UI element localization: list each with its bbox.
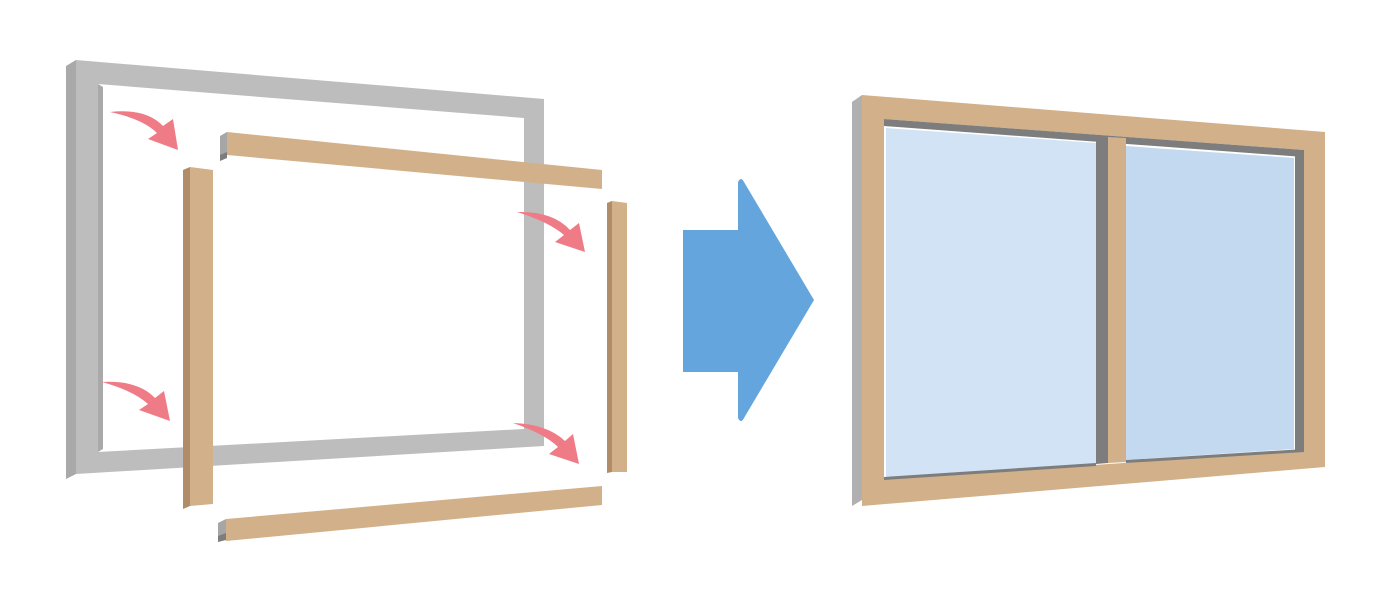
placement-arrows: [102, 111, 585, 464]
top-trim-piece-icon: [220, 132, 602, 189]
curved-arrow-icon: [513, 423, 579, 464]
center-mullion: [1108, 137, 1126, 463]
bottom-trim-piece-icon: [218, 486, 602, 542]
left-glass-pane: [886, 128, 1096, 478]
right-trim-piece-icon: [607, 201, 627, 473]
curved-arrow-icon: [102, 381, 170, 421]
left-trim-piece-icon: [183, 167, 213, 509]
curved-arrow-icon: [517, 211, 585, 252]
right-arrow-icon: [683, 179, 814, 421]
right-glass-pane: [1126, 146, 1294, 460]
double-pane-window-icon: [852, 95, 1325, 506]
curved-arrow-icon: [110, 111, 178, 150]
old-window-frame-icon: [66, 60, 544, 479]
